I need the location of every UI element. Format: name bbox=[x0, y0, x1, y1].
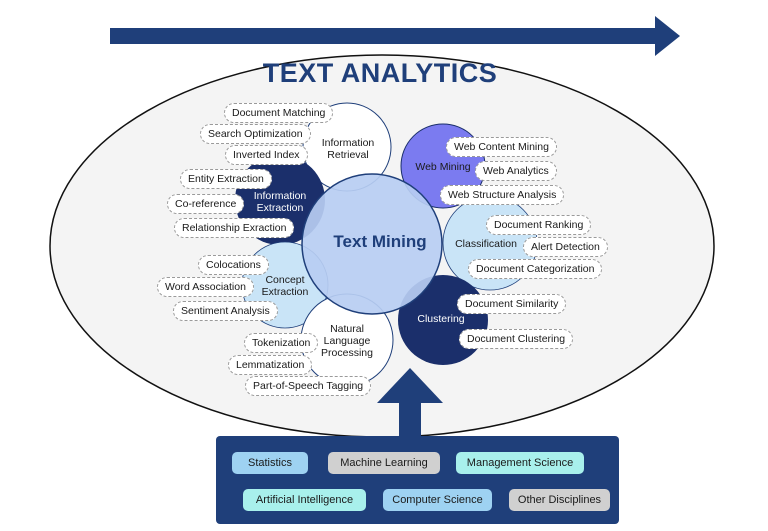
task-alert-detection: Alert Detection bbox=[523, 237, 608, 257]
task-search-optimization: Search Optimization bbox=[200, 124, 311, 144]
task-colocations: Colocations bbox=[198, 255, 269, 275]
discipline-machine-learning: Machine Learning bbox=[328, 452, 440, 474]
diagram-title: TEXT ANALYTICS bbox=[262, 58, 498, 88]
discipline-management-science: Management Science bbox=[456, 452, 584, 474]
foundation-arrow-icon bbox=[377, 368, 443, 444]
task-lemmatization: Lemmatization bbox=[228, 355, 313, 375]
nlp-label: Natural Language Processing bbox=[321, 323, 373, 359]
discipline-artificial-intelligence: Artificial Intelligence bbox=[243, 489, 366, 511]
concept-extraction-label: Concept Extraction bbox=[261, 274, 309, 298]
task-web-analytics: Web Analytics bbox=[475, 161, 557, 181]
task-word-association: Word Association bbox=[157, 277, 254, 297]
task-sentiment-analysis: Sentiment Analysis bbox=[173, 301, 278, 321]
discipline-statistics: Statistics bbox=[232, 452, 308, 474]
task-document-categorization: Document Categorization bbox=[468, 259, 603, 279]
task-entity-extraction: Entity Extraction bbox=[180, 169, 272, 189]
task-web-content-mining: Web Content Mining bbox=[446, 137, 557, 157]
progression-arrow-icon bbox=[110, 16, 680, 56]
task-inverted-index: Inverted Index bbox=[225, 145, 308, 165]
task-pos-tagging: Part-of-Speech Tagging bbox=[245, 376, 372, 396]
discipline-other-disciplines: Other Disciplines bbox=[509, 489, 610, 511]
information-extraction-label: Information Extraction bbox=[253, 190, 307, 214]
information-retrieval-label: Information Retrieval bbox=[321, 137, 375, 161]
web-mining-label: Web Mining bbox=[415, 161, 471, 173]
task-co-reference: Co-reference bbox=[167, 194, 245, 214]
text-mining-label: Text Mining bbox=[333, 232, 427, 251]
clustering-label: Clustering bbox=[417, 313, 465, 325]
task-document-matching: Document Matching bbox=[224, 103, 334, 123]
task-document-clustering: Document Clustering bbox=[459, 329, 574, 349]
classification-label: Classification bbox=[455, 238, 517, 250]
task-web-structure-analysis: Web Structure Analysis bbox=[440, 185, 565, 205]
task-tokenization: Tokenization bbox=[244, 333, 319, 353]
task-document-similarity: Document Similarity bbox=[457, 294, 567, 314]
text-mining-circle bbox=[301, 173, 443, 315]
task-relationship-exraction: Relationship Exraction bbox=[174, 218, 295, 238]
task-document-ranking: Document Ranking bbox=[486, 215, 592, 235]
discipline-computer-science: Computer Science bbox=[383, 489, 492, 511]
